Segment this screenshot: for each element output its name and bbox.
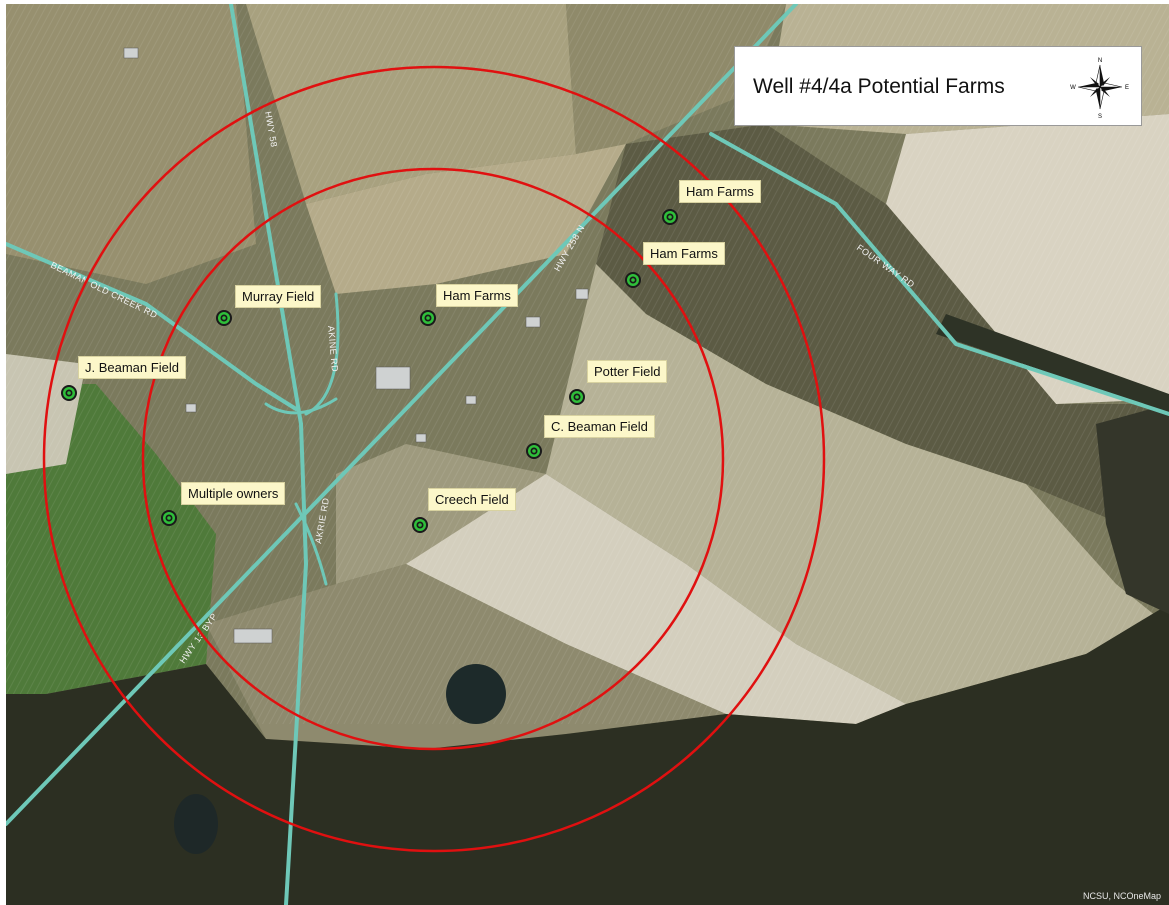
road-network: [6, 4, 1169, 905]
road-hwy-58: [229, 4, 303, 426]
farm-label-creech-field[interactable]: Creech Field: [428, 488, 516, 511]
target-bullseye-icon[interactable]: [420, 310, 436, 326]
pond-left: [174, 794, 218, 854]
map-frame: HWY 258 N FOUR WAY RD BEAMAN OLD CREEK R…: [6, 4, 1169, 905]
farm-label-c-beaman-field[interactable]: C. Beaman Field: [544, 415, 655, 438]
road-beaman-old-creek: [6, 242, 298, 411]
target-bullseye-icon[interactable]: [412, 517, 428, 533]
aerial-imagery: HWY 258 N FOUR WAY RD BEAMAN OLD CREEK R…: [6, 4, 1169, 905]
map-title-box: Well #4/4a Potential Farms N S E W: [734, 46, 1142, 126]
farm-label-multiple-owners[interactable]: Multiple owners: [181, 482, 286, 505]
road-interchange: [264, 397, 338, 415]
farm-label-ham-farms-center[interactable]: Ham Farms: [436, 284, 518, 307]
buffer-ring-outer: [42, 65, 826, 853]
farm-label-ham-farms-north[interactable]: Ham Farms: [679, 180, 761, 203]
target-bullseye-icon[interactable]: [662, 209, 678, 225]
farm-markers: [61, 209, 678, 533]
road-akine: [284, 422, 309, 905]
tree-line-upper-right: [936, 314, 1169, 414]
target-bullseye-icon[interactable]: [625, 272, 641, 288]
compass-w: W: [1070, 85, 1076, 91]
pond-center: [446, 664, 506, 724]
forest-bottom: [6, 604, 1169, 905]
road-interchange-south: [294, 502, 328, 586]
compass-s: S: [1098, 114, 1102, 119]
compass-n: N: [1098, 58, 1102, 64]
compass-rose-icon: N S E W: [1070, 58, 1129, 119]
map-title: Well #4/4a Potential Farms: [753, 75, 1005, 98]
farm-label-potter-field[interactable]: Potter Field: [587, 360, 668, 383]
target-bullseye-icon[interactable]: [216, 310, 232, 326]
target-bullseye-icon[interactable]: [61, 385, 77, 401]
farm-label-ham-farms-east[interactable]: Ham Farms: [643, 242, 725, 265]
buffer-ring-inner: [141, 167, 725, 751]
farm-label-j-beaman-field[interactable]: J. Beaman Field: [78, 356, 186, 379]
buildings: [123, 47, 589, 644]
target-bullseye-icon[interactable]: [569, 389, 585, 405]
road-label-akine: AKINE RD: [326, 325, 340, 372]
farm-label-murray-field[interactable]: Murray Field: [235, 285, 322, 308]
imagery-credit: NCSU, NCOneMap: [1082, 891, 1161, 901]
target-bullseye-icon[interactable]: [161, 510, 177, 526]
compass-e: E: [1125, 85, 1129, 91]
target-bullseye-icon[interactable]: [526, 443, 542, 459]
forest-right-edge: [1096, 404, 1169, 614]
road-four-way: [709, 132, 1169, 416]
road-hwy-258: [6, 4, 798, 826]
